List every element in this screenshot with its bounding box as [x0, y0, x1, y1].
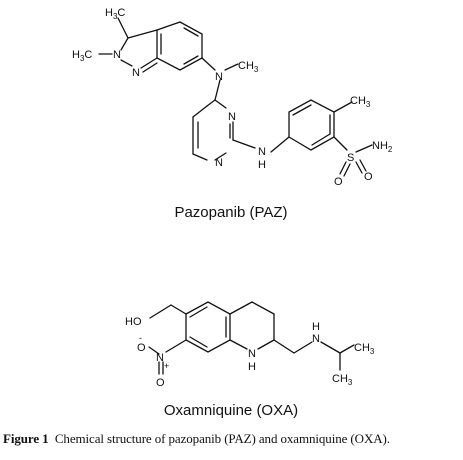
oxamniquine-benzene-ring — [185, 301, 231, 353]
oxamniquine-atom-labels: HO O - N + O N H H N CH3 CH3 — [125, 316, 375, 389]
indazole-n1-label: N — [113, 49, 121, 61]
nitro-o-minus-label: O — [137, 342, 146, 354]
bridge-h-label: H — [258, 159, 266, 171]
figure-caption: Figure 1 Chemical structure of pazopanib… — [3, 431, 463, 447]
pyrimidine-n-bottom-label: N — [215, 157, 223, 169]
minus-sign: - — [139, 333, 142, 343]
oxygen-1-label: O — [334, 176, 343, 188]
n-methyl-label: H3C — [72, 49, 92, 63]
plus-sign: + — [164, 361, 169, 371]
side-n-label: N — [312, 333, 320, 345]
sulfur-label: S — [347, 152, 354, 164]
caption-text: Chemical structure of pazopanib (PAZ) an… — [54, 431, 390, 446]
aryl-ring — [288, 99, 335, 151]
pyrazole-bond — [127, 29, 158, 39]
pyrimidine-ring — [206, 99, 216, 107]
pazopanib-structure — [98, 17, 373, 177]
aryl-methyl-label: CH3 — [350, 95, 371, 109]
nitro-o-label: O — [156, 377, 165, 389]
ring-n-label: N — [248, 348, 256, 360]
nitro-n-label: N — [156, 352, 164, 364]
pazopanib-name: Pazopanib (PAZ) — [174, 204, 287, 221]
oxamniquine-structure — [148, 301, 355, 375]
hydroxyl-label: HO — [125, 316, 142, 328]
sulfonamide-label: NH2 — [372, 140, 393, 154]
pazopanib-atom-labels: H3C H3C N N N CH3 N N N H CH3 S O O NH2 — [72, 7, 393, 188]
indazole-benzene-ring — [156, 21, 203, 71]
methyl-1-label: CH3 — [354, 342, 375, 356]
figure-label: Figure 1 — [3, 431, 49, 446]
indazole-n2-label: N — [132, 67, 140, 79]
top-methyl-label: H3C — [105, 7, 125, 21]
methyl-2-label: CH3 — [332, 373, 353, 387]
amine-n-label: N — [215, 71, 223, 83]
amine-methyl-label: CH3 — [238, 60, 259, 74]
ring-h-label: H — [248, 361, 256, 373]
oxygen-2-label: O — [364, 171, 373, 183]
oxamniquine-name: Oxamniquine (OXA) — [164, 402, 298, 419]
bridge-n-label: N — [258, 146, 266, 158]
pyrimidine-n-top-label: N — [228, 111, 236, 123]
side-h-label: H — [312, 321, 320, 333]
